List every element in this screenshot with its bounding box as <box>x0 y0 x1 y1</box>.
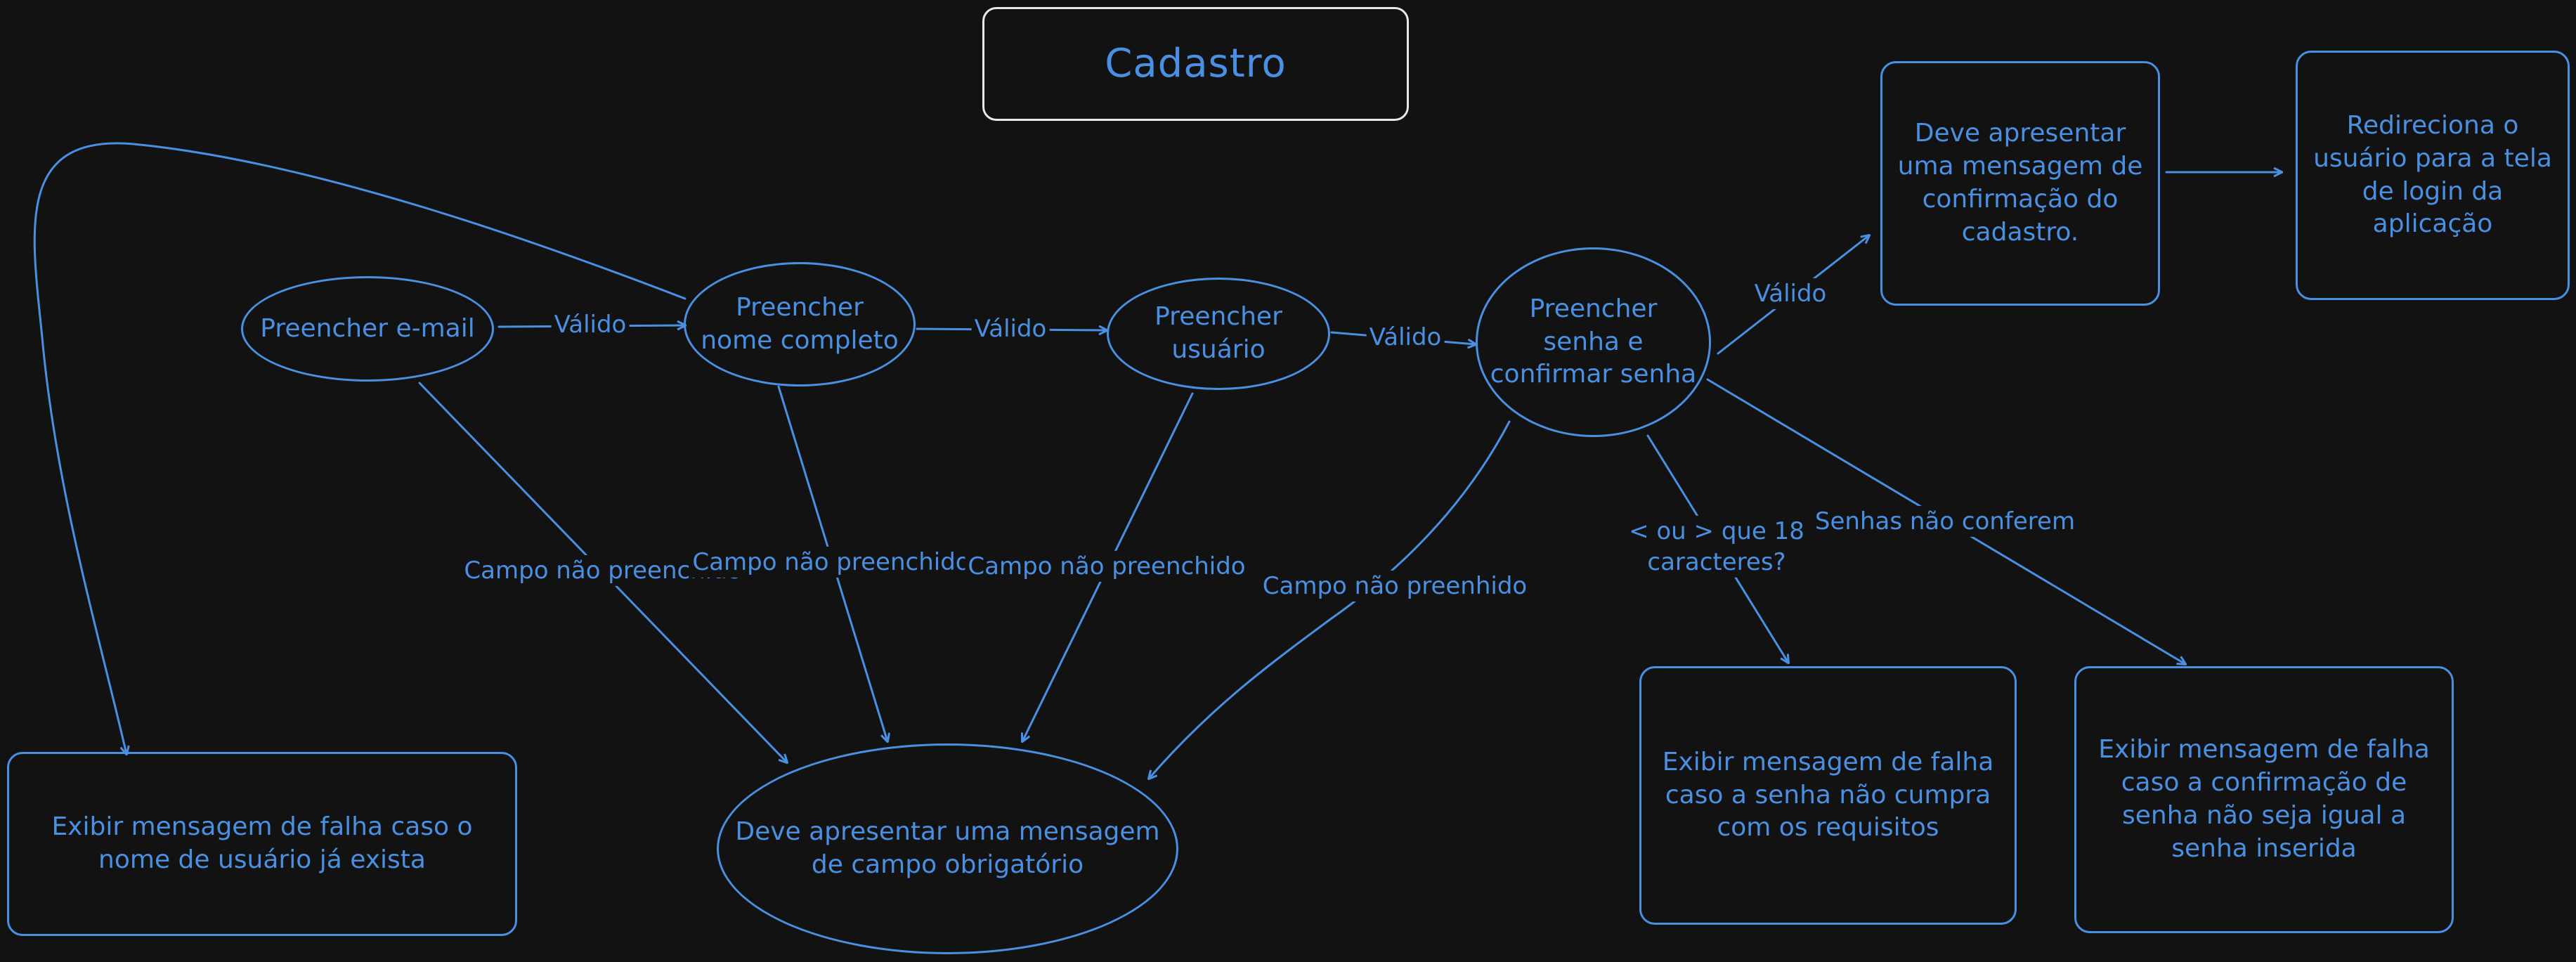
label-caracteres: < ou > que 18 caracteres? <box>1622 515 1811 578</box>
node-preencher-senha: Preencher senha e confirmar senha <box>1476 247 1711 437</box>
label-campo-senha: Campo não preenhido <box>1259 570 1530 602</box>
label-campo-usuario: Campo não preenchido <box>965 550 1249 583</box>
label-valido-usuario-senha: Válido <box>1366 321 1445 353</box>
node-preencher-email: Preencher e-mail <box>241 276 494 382</box>
edge-senha-to-obrigatorio <box>1149 420 1511 779</box>
label-valido-email-nome: Válido <box>551 308 630 341</box>
label-valido-nome-usuario: Válido <box>971 313 1050 345</box>
node-usuario-existe: Exibir mensagem de falha caso o nome de … <box>7 752 517 936</box>
edge-nome-to-usuario-existe <box>33 142 687 754</box>
node-preencher-nome: Preencher nome completo <box>684 262 916 386</box>
title-text: Cadastro <box>1105 40 1287 86</box>
label-campo-nome: Campo não preenchido <box>689 546 973 578</box>
title-node: Cadastro <box>982 7 1409 121</box>
node-redireciona-login: Redireciona o usuário para a tela de log… <box>2296 51 2570 300</box>
node-confirmacao-cadastro: Deve apresentar uma mensagem de confirma… <box>1880 61 2160 306</box>
node-falha-requisitos: Exibir mensagem de falha caso a senha nã… <box>1639 666 2017 925</box>
label-valido-senha-confirmacao: Válido <box>1751 278 1830 310</box>
node-falha-confirmacao: Exibir mensagem de falha caso a confirma… <box>2074 666 2454 933</box>
label-senhas-nao-conferem: Senhas não conferem <box>1811 505 2079 538</box>
node-preencher-usuario: Preencher usuário <box>1107 278 1330 390</box>
node-campo-obrigatorio: Deve apresentar uma mensagem de campo ob… <box>717 743 1178 954</box>
